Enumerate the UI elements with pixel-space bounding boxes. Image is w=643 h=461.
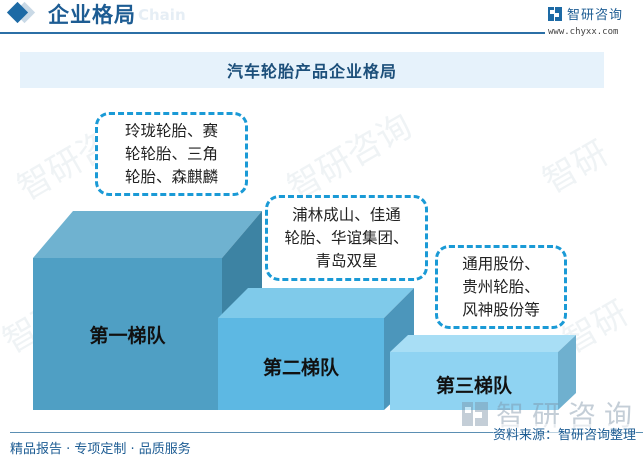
section-header: Chain 企业格局 智研咨询 www.chyxx.com [0,0,643,40]
tier-2-companies: 浦林成山、佳通 轮胎、华谊集团、 青岛双星 [284,205,409,270]
diagram-title: 汽车轮胎产品企业格局 [226,62,397,81]
brand-url: www.chyxx.com [548,27,619,37]
tier-3-block [390,335,576,410]
footer-slogan: 精品报告 · 专项定制 · 品质服务 [10,442,191,457]
tier-3-label: 第三梯队 [435,375,512,397]
brand-mark-icon [548,6,562,21]
tier-1-companies-callout: 玲珑轮胎、赛 轮轮胎、三角 轮胎、森麒麟 [95,112,248,196]
header-divider [0,32,545,34]
section-title: 企业格局 [48,2,136,27]
header-ghost-text: Chain [138,6,186,24]
tier-1-label: 第一梯队 [89,325,166,347]
tier-2-companies-callout: 浦林成山、佳通 轮胎、华谊集团、 青岛双星 [265,195,428,281]
tier-1-companies: 玲珑轮胎、赛 轮轮胎、三角 轮胎、森麒麟 [124,121,218,186]
brand-mark-icon [462,402,488,426]
tier-3-companies-callout: 通用股份、 贵州轮胎、 风神股份等 [435,245,567,329]
tier-2-label: 第二梯队 [262,357,339,379]
footer-divider [10,432,643,433]
diagram-title-bar: 汽车轮胎产品企业格局 [20,52,604,88]
brand-logo: 智研咨询 [548,4,623,23]
brand-name: 智研咨询 [567,8,624,23]
source-note: 资料来源：智研咨询整理 [493,424,637,443]
tier-2-block [218,288,414,410]
tier-3-companies: 通用股份、 贵州轮胎、 风神股份等 [462,254,540,319]
